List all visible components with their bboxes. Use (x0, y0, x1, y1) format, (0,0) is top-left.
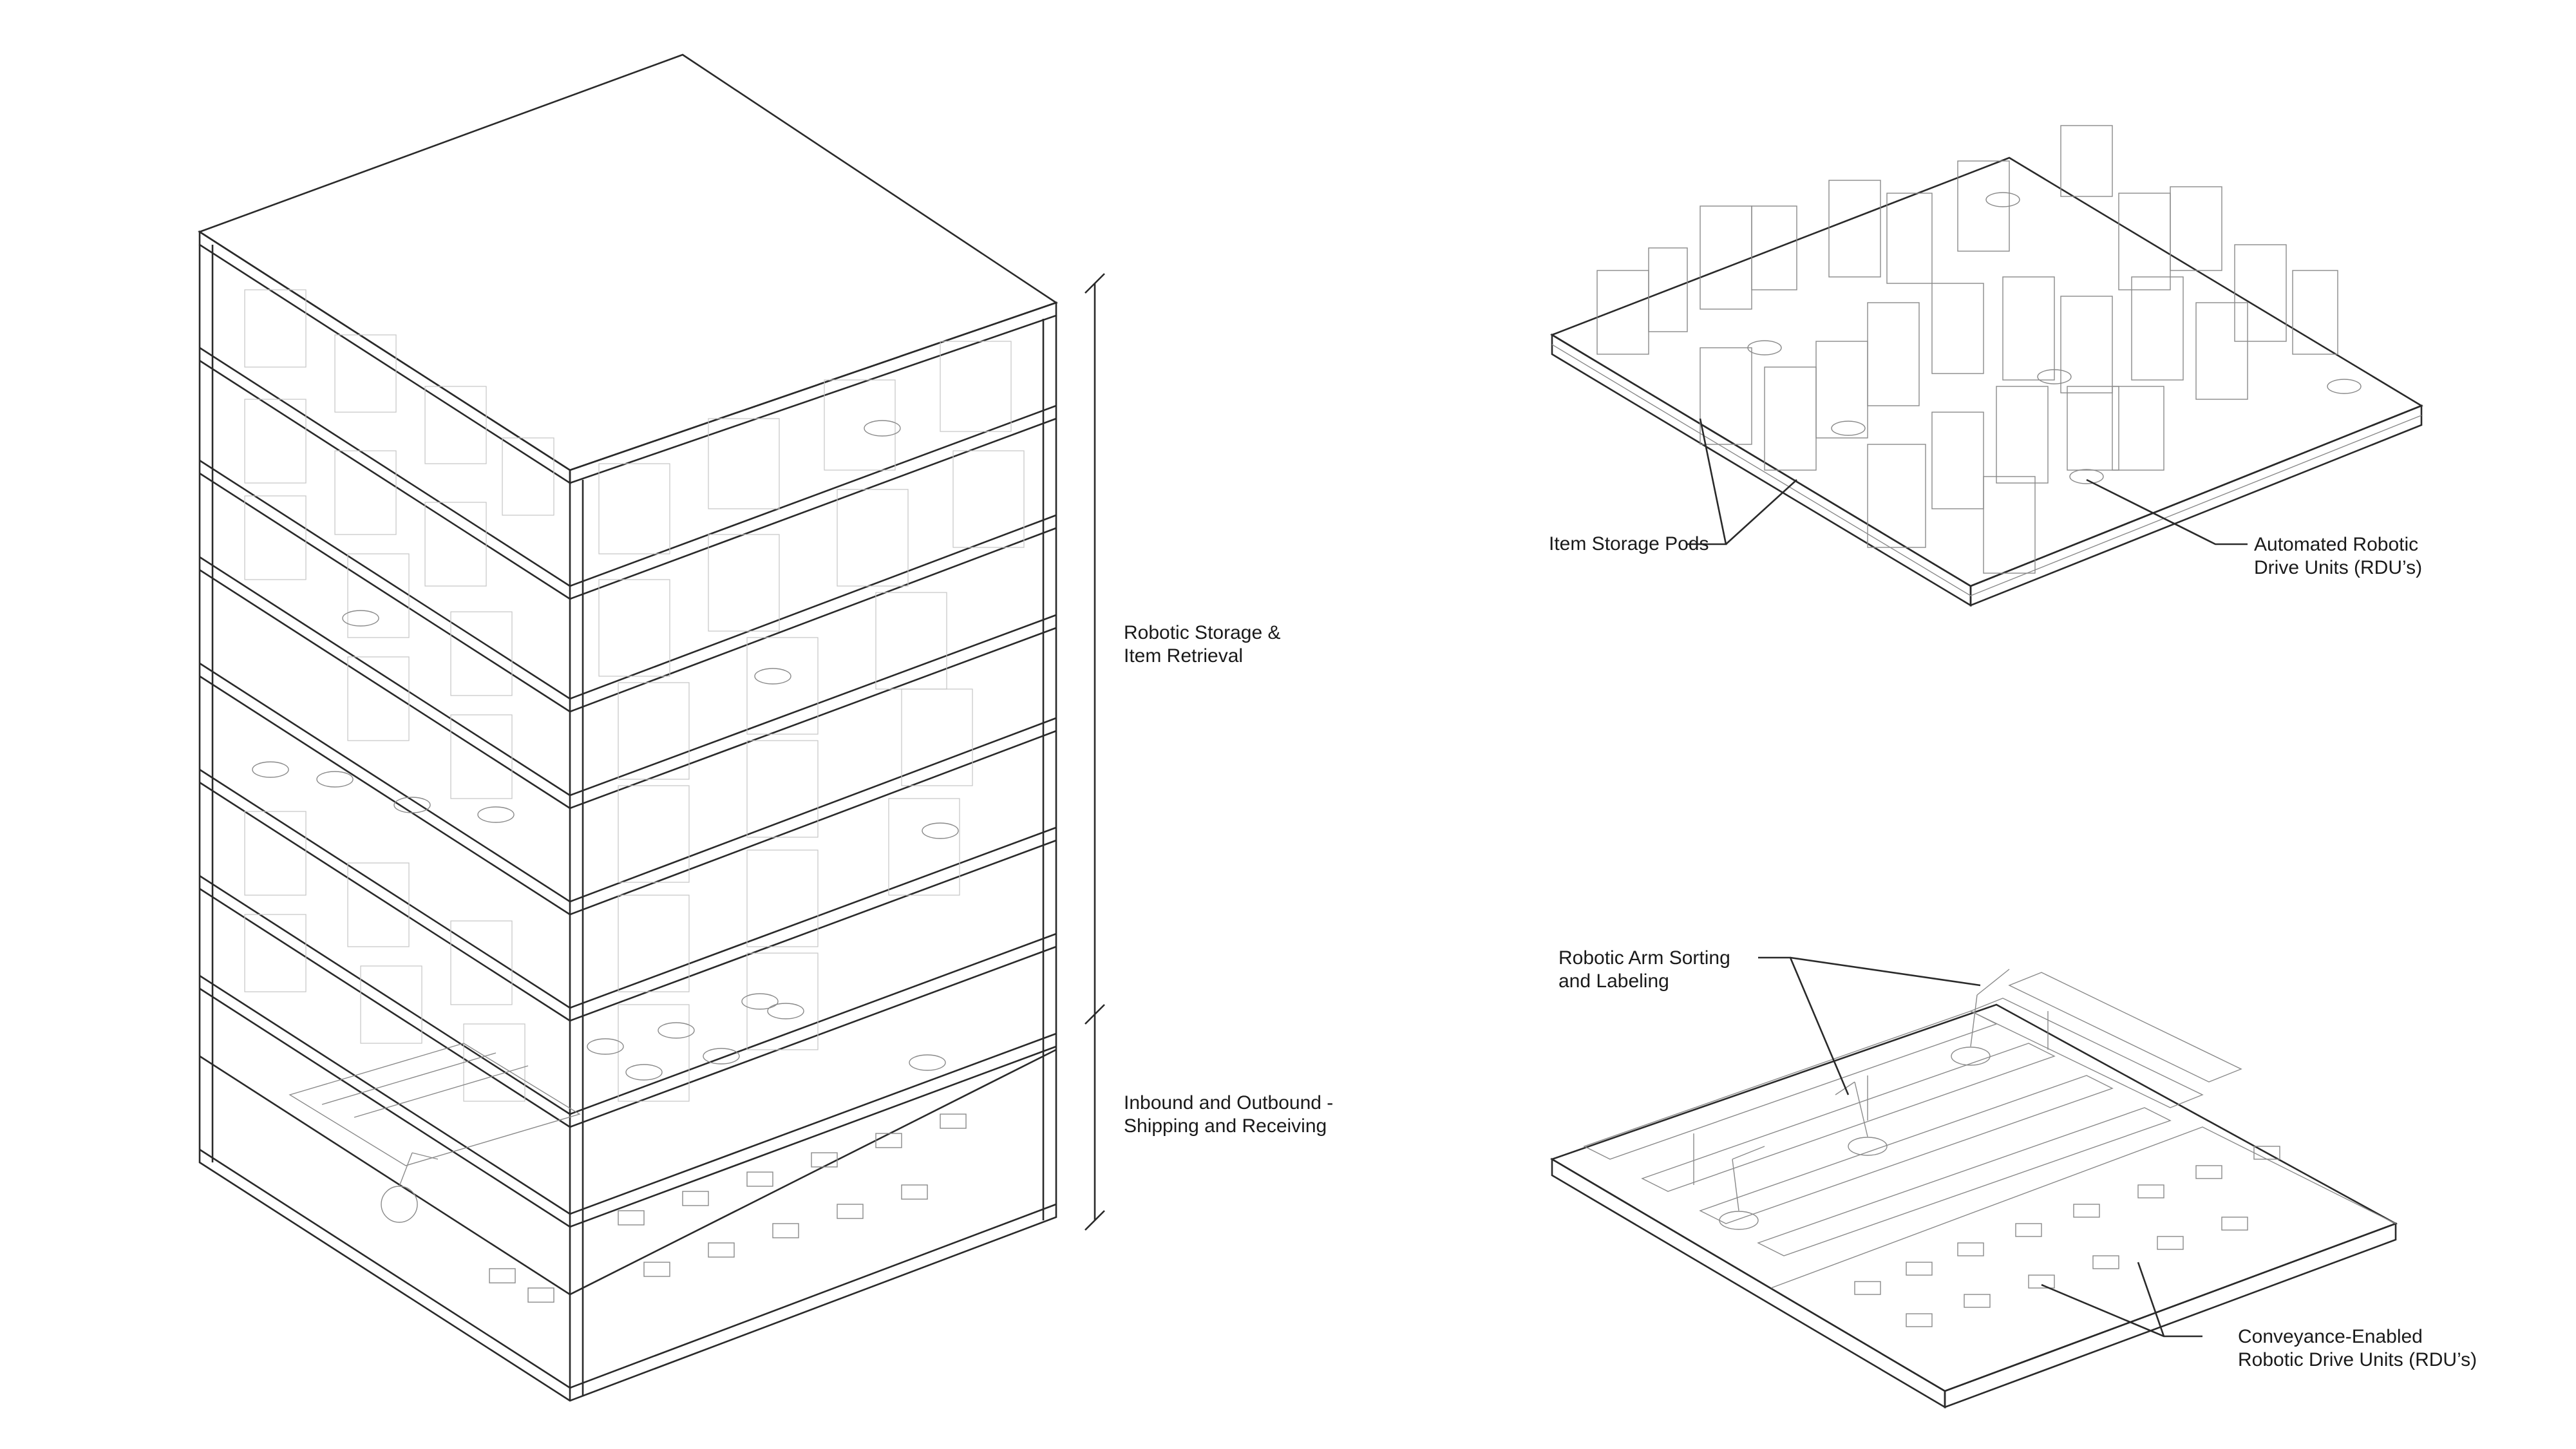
label-automated-rdu: Automated Robotic Drive Units (RDU’s) (2254, 533, 2422, 580)
building-isometric (198, 53, 1105, 1402)
sorting-drive-units (1854, 1146, 2280, 1327)
label-robotic-arm: Robotic Arm Sorting and Labeling (1558, 947, 1730, 993)
label-robotic-storage-line1: Robotic Storage & (1124, 622, 1281, 643)
arm-leader-b (1790, 956, 1981, 987)
label-inbound-outbound-line1: Inbound and Outbound - (1124, 1092, 1334, 1113)
label-robotic-storage: Robotic Storage & Item Retrieval (1124, 621, 1280, 668)
building-drive-units (252, 420, 959, 1081)
conveyance-leader-a (2041, 1283, 2202, 1338)
ground-floor-shipping (289, 1043, 967, 1303)
storage-floor-detail (1550, 125, 2423, 607)
arm-leader-a (1758, 956, 1850, 1095)
label-conveyance-rdu-line2: Robotic Drive Units (RDU’s) (2238, 1349, 2477, 1370)
label-inbound-outbound-line2: Shipping and Receiving (1124, 1115, 1327, 1137)
conveyor-tracks (1583, 972, 2242, 1256)
label-inbound-outbound: Inbound and Outbound - Shipping and Rece… (1124, 1092, 1333, 1138)
conveyance-leader-b (2137, 1262, 2165, 1337)
label-item-storage-pods-line1: Item Storage Pods (1549, 533, 1709, 554)
label-automated-rdu-line2: Drive Units (RDU’s) (2254, 557, 2423, 578)
floor-slabs (199, 346, 1057, 1296)
storage-floor-slab (1550, 156, 2423, 587)
robotic-arms (1719, 969, 2010, 1230)
dimension-bracket (1084, 273, 1105, 1231)
building-roof (198, 53, 1058, 471)
pods-leader-b (1725, 479, 1797, 545)
storage-pods-cluster (1596, 125, 2338, 574)
sorting-floor-detail (1549, 956, 2398, 1409)
building-outline (198, 245, 1057, 1402)
storage-drive-units (1747, 192, 2362, 484)
label-conveyance-rdu: Conveyance-Enabled Robotic Drive Units (… (2238, 1325, 2477, 1372)
label-robotic-arm-line1: Robotic Arm Sorting (1558, 947, 1730, 969)
label-robotic-storage-line2: Item Retrieval (1124, 645, 1244, 667)
building-storage-pods-right (598, 341, 1025, 1102)
building-storage-pods-left (244, 289, 554, 1102)
rdu-leader (2086, 478, 2248, 545)
label-item-storage-pods: Item Storage Pods (1549, 533, 1709, 556)
label-conveyance-rdu-line1: Conveyance-Enabled (2238, 1326, 2423, 1347)
label-automated-rdu-line1: Automated Robotic (2254, 534, 2419, 555)
label-robotic-arm-line2: and Labeling (1558, 971, 1669, 992)
